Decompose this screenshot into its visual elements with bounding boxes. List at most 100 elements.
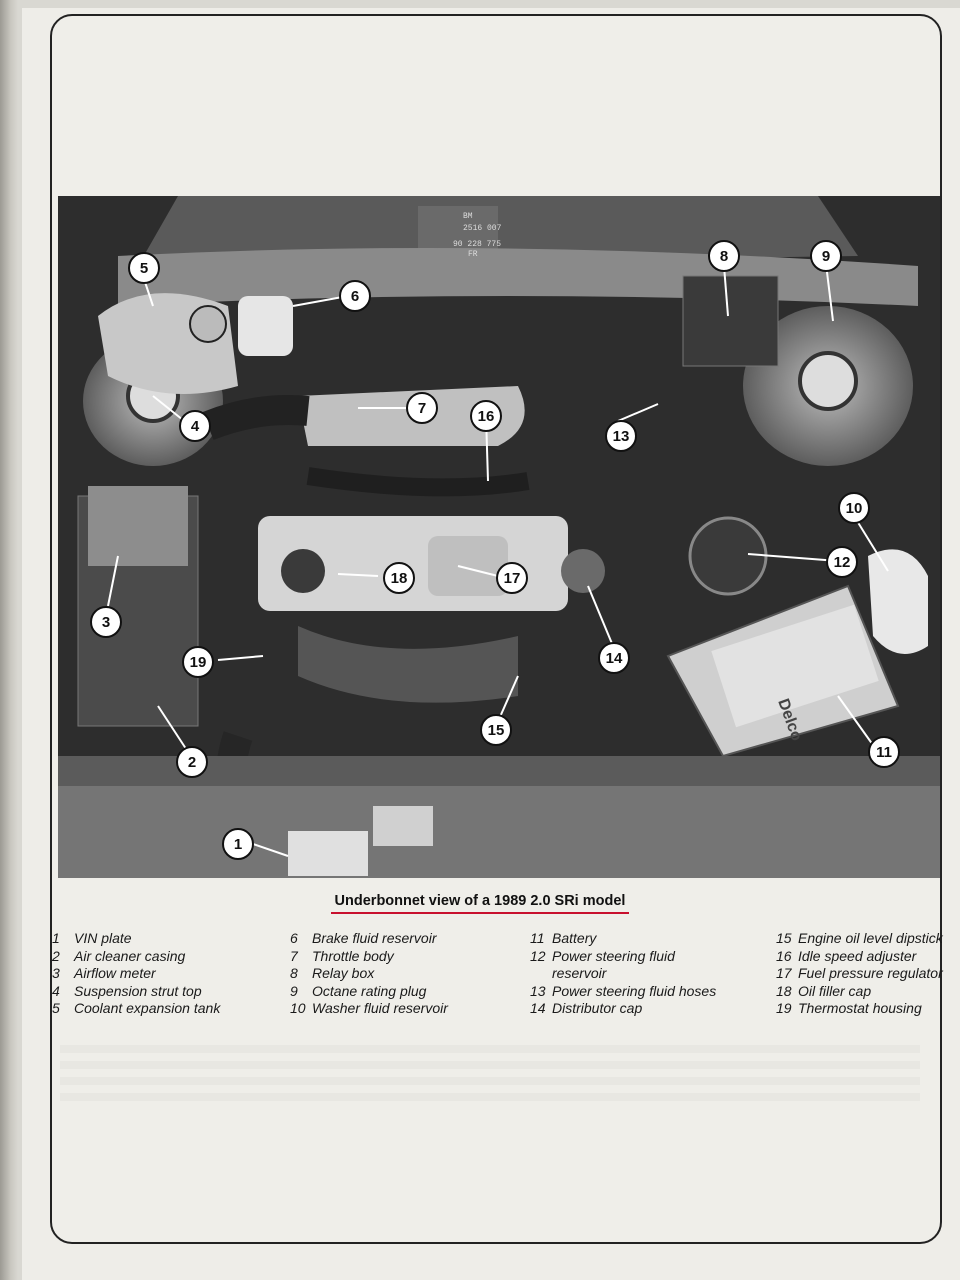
callout-1: 1 bbox=[222, 828, 254, 860]
svg-text:19: 19 bbox=[190, 654, 207, 671]
legend-number: 11 bbox=[530, 930, 545, 946]
legend-column-3: 11 Battery 12 Power steering fluid reservo… bbox=[530, 930, 716, 1018]
svg-text:17: 17 bbox=[504, 570, 521, 587]
legend-text: Suspension strut top bbox=[74, 982, 202, 999]
svg-text:5: 5 bbox=[140, 260, 148, 277]
callout-17: 17 bbox=[496, 562, 528, 594]
legend-number: 3 bbox=[52, 965, 60, 981]
legend-text: Distributor cap bbox=[552, 1000, 643, 1016]
legend-item: 13 Power steering fluid hoses bbox=[530, 983, 716, 1001]
legend-text: VIN plate bbox=[74, 930, 132, 946]
legend-number: 14 bbox=[530, 1000, 546, 1016]
show-through-text bbox=[60, 1045, 920, 1105]
legend-item: 8 Relay box bbox=[290, 965, 448, 983]
legend-item: 4 Suspension strut top bbox=[52, 983, 220, 1001]
legend-text: Washer fluid reservoir bbox=[312, 1000, 448, 1016]
legend-item: 17 Fuel pressure regulator bbox=[776, 965, 943, 983]
part-stamp-line-2: 2516 007 bbox=[463, 224, 502, 233]
legend-number: 9 bbox=[290, 982, 298, 999]
svg-text:2: 2 bbox=[188, 754, 196, 771]
legend-item: 1 VIN plate bbox=[52, 930, 220, 948]
callout-6: 6 bbox=[339, 280, 371, 312]
legend-text: Power steering fluid bbox=[552, 947, 675, 964]
legend-item: 7 Throttle body bbox=[290, 948, 448, 966]
svg-text:16: 16 bbox=[478, 408, 495, 425]
legend-text: Airflow meter bbox=[74, 965, 156, 981]
legend-item: 12 Power steering fluid bbox=[530, 948, 716, 966]
legend-text: Oil filler cap bbox=[798, 982, 872, 999]
callout-12: 12 bbox=[826, 546, 858, 578]
legend-text: Thermostat housing bbox=[798, 1000, 922, 1016]
callout-11: 11 bbox=[868, 736, 900, 768]
legend-item: 10 Washer fluid reservoir bbox=[290, 1000, 448, 1018]
legend-number: 10 bbox=[290, 1000, 306, 1016]
legend-text: Relay box bbox=[312, 965, 375, 981]
legend-number: 12 bbox=[530, 947, 546, 964]
legend-text: Throttle body bbox=[312, 947, 394, 964]
svg-text:6: 6 bbox=[351, 288, 359, 305]
svg-text:18: 18 bbox=[391, 570, 408, 587]
legend-number: 6 bbox=[290, 930, 298, 946]
figure-caption-text: Underbonnet view of a 1989 2.0 SRi model bbox=[330, 893, 630, 914]
callout-15: 15 bbox=[480, 714, 512, 746]
callout-7: 7 bbox=[406, 392, 438, 424]
svg-text:1: 1 bbox=[234, 836, 242, 853]
legend-item: 15 Engine oil level dipstick bbox=[776, 930, 943, 948]
legend-text: Octane rating plug bbox=[312, 982, 427, 999]
legend-item: 14 Distributor cap bbox=[530, 1000, 716, 1018]
legend-number: 2 bbox=[52, 947, 60, 964]
svg-text:7: 7 bbox=[418, 400, 426, 417]
engine-bay-photo: Delco BM 2516 007 90 228 775 FR bbox=[58, 196, 940, 878]
legend-item: 6 Brake fluid reservoir bbox=[290, 930, 448, 948]
legend-column-4: 15 Engine oil level dipstick 16 Idle speed… bbox=[776, 930, 943, 1018]
svg-text:3: 3 bbox=[102, 614, 110, 631]
legend-number: 1 bbox=[52, 930, 60, 946]
callout-8: 8 bbox=[708, 240, 740, 272]
legend-number: 7 bbox=[290, 947, 298, 964]
part-stamp-line-3: 90 228 775 bbox=[453, 240, 501, 249]
svg-text:10: 10 bbox=[846, 500, 863, 517]
callout-19: 19 bbox=[182, 646, 214, 678]
svg-text:8: 8 bbox=[720, 248, 728, 265]
legend-number: 13 bbox=[530, 982, 546, 999]
legend-item: 16 Idle speed adjuster bbox=[776, 948, 943, 966]
callout-10: 10 bbox=[838, 492, 870, 524]
legend-text: Coolant expansion tank bbox=[74, 1000, 221, 1016]
legend-item: 9 Octane rating plug bbox=[290, 983, 448, 1001]
legend-text: Idle speed adjuster bbox=[798, 947, 917, 964]
legend-number: 15 bbox=[776, 930, 792, 946]
callout-14: 14 bbox=[598, 642, 630, 674]
callout-5: 5 bbox=[128, 252, 160, 284]
legend-text: Battery bbox=[552, 930, 597, 946]
callout-9: 9 bbox=[810, 240, 842, 272]
callout-3: 3 bbox=[90, 606, 122, 638]
legend-text: Power steering fluid hoses bbox=[552, 982, 717, 999]
svg-text:4: 4 bbox=[191, 418, 200, 435]
legend-item: 2 Air cleaner casing bbox=[52, 948, 220, 966]
legend-item: 3 Airflow meter bbox=[52, 965, 220, 983]
legend-number: 8 bbox=[290, 965, 298, 981]
svg-text:12: 12 bbox=[834, 554, 851, 571]
legend-number: 18 bbox=[776, 982, 792, 999]
legend-text: Fuel pressure regulator bbox=[798, 965, 943, 981]
legend-text: Engine oil level dipstick bbox=[798, 930, 943, 946]
legend-column-1: 1 VIN plate 2 Air cleaner casing 3 Airflow … bbox=[52, 930, 220, 1018]
callout-4: 4 bbox=[179, 410, 211, 442]
legend-number: 17 bbox=[776, 965, 792, 981]
callout-18: 18 bbox=[383, 562, 415, 594]
callout-2: 2 bbox=[176, 746, 208, 778]
legend-number: 4 bbox=[52, 982, 60, 999]
legend-item: 11 Battery bbox=[530, 930, 716, 948]
legend-text: Brake fluid reservoir bbox=[312, 930, 437, 946]
callout-13: 13 bbox=[605, 420, 637, 452]
svg-text:13: 13 bbox=[613, 428, 630, 445]
legend-item-continuation: reservoir bbox=[552, 965, 607, 981]
part-stamp-line-4: FR bbox=[468, 250, 478, 259]
legend-number: 16 bbox=[776, 947, 792, 964]
callout-16: 16 bbox=[470, 400, 502, 432]
svg-text:14: 14 bbox=[606, 650, 623, 667]
svg-text:11: 11 bbox=[876, 744, 892, 761]
legend-text: Air cleaner casing bbox=[74, 947, 186, 964]
